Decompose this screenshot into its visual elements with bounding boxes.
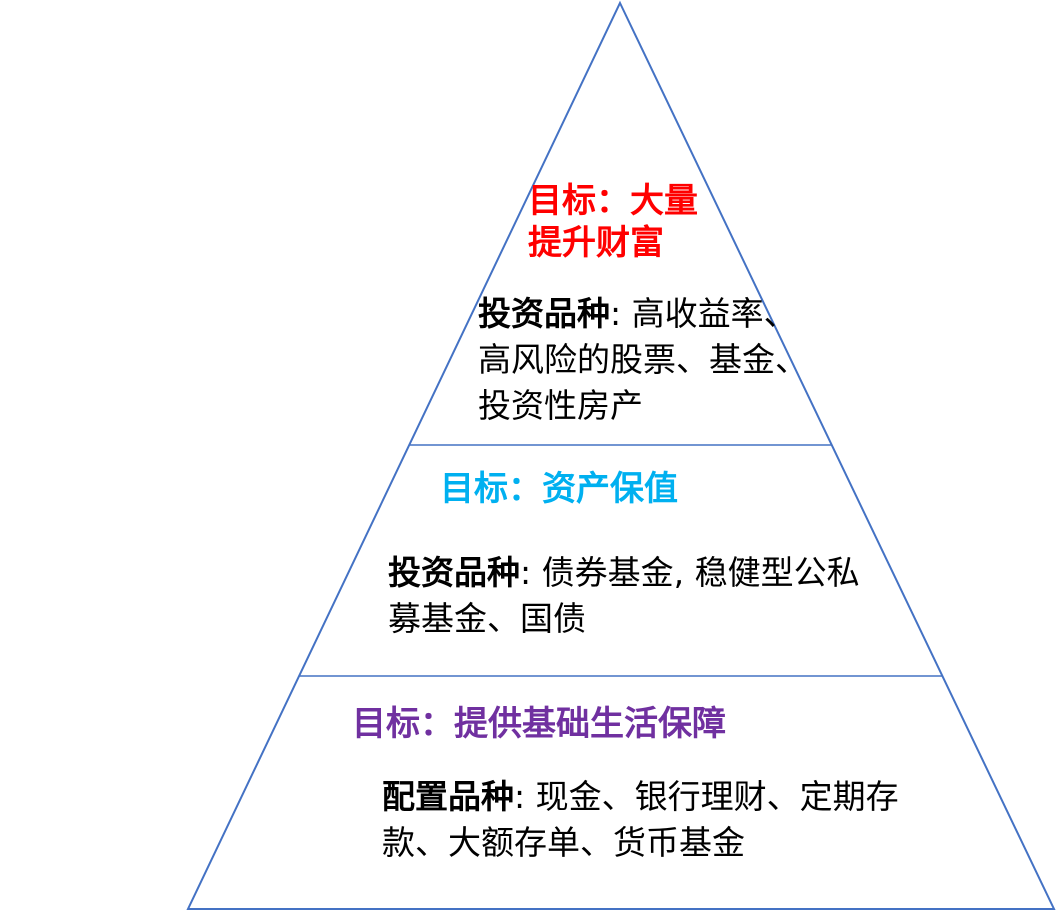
top-tier-description: 投资品种: 高收益率、高风险的股票、基金、投资性房产 (478, 291, 808, 429)
top-tier-lead: 投资品种 (478, 294, 610, 333)
middle-tier-detail: : 债券基金, 稳健型公私募基金、国债 (388, 553, 860, 638)
middle-tier-description: 投资品种: 债券基金, 稳健型公私募基金、国债 (388, 550, 888, 642)
bottom-tier-detail: : 现金、银行理财、定期存款、大额存单、货币基金 (382, 777, 899, 862)
pyramid-outline (186, 0, 1056, 910)
top-tier-detail: : 高收益率、高风险的股票、基金、投资性房产 (478, 294, 808, 425)
middle-tier-goal: 目标：资产保值 (440, 469, 678, 509)
bottom-tier-lead: 配置品种 (382, 777, 514, 816)
top-tier-goal: 目标：大量提升财富 (528, 181, 698, 263)
bottom-tier-description: 配置品种: 现金、银行理财、定期存款、大额存单、货币基金 (382, 774, 922, 866)
bottom-tier-goal: 目标：提供基础生活保障 (352, 704, 726, 744)
middle-tier-lead: 投资品种 (388, 553, 520, 592)
